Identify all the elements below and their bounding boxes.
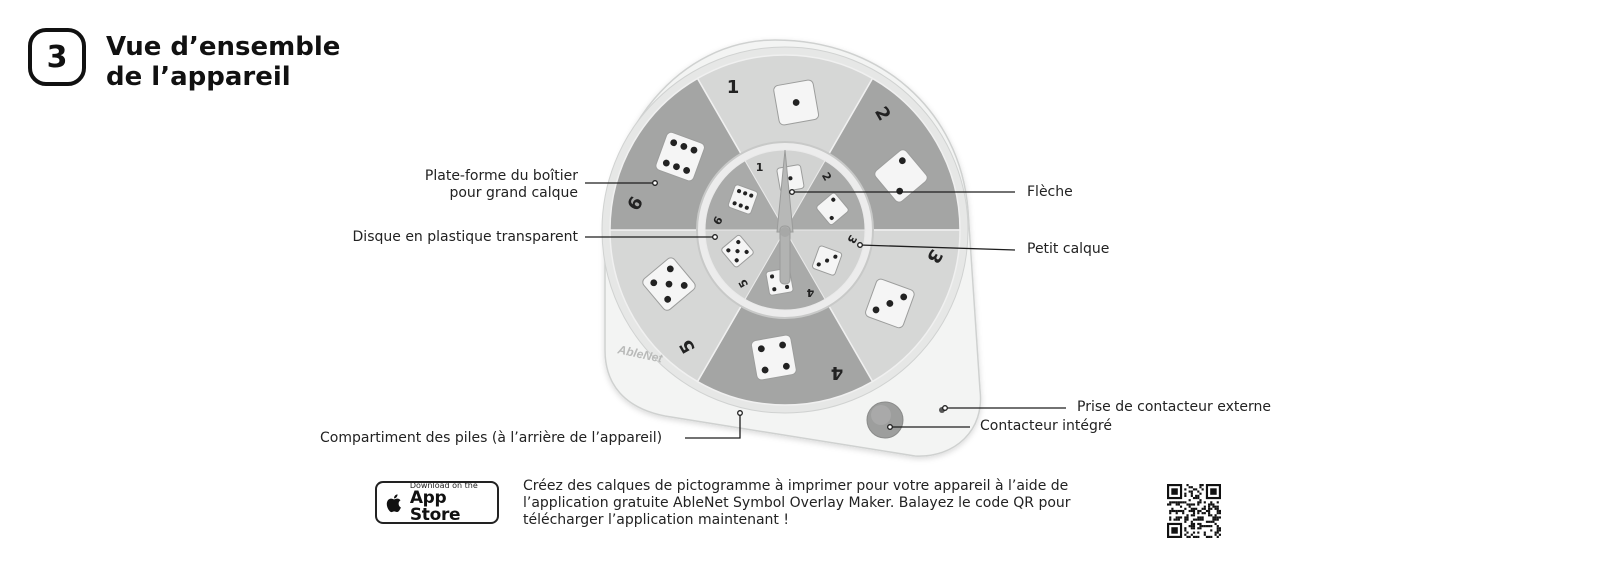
small-overlay-die-5 [721,234,754,268]
callout-clear-disc: Disque en plastique transparent [352,229,578,245]
app-store-badge[interactable]: Download on the App Store [375,481,499,524]
large-overlay-number-1: 1 [727,77,740,98]
step-number-badge: 3 [28,28,86,86]
large-overlay-die-3 [865,278,915,329]
large-overlay-die-2 [874,149,928,203]
callout-housing-platform-line2: pour grand calque [449,185,578,201]
callout-housing-platform-line1: Plate-forme du boîtier [424,168,578,184]
small-overlay-die-1 [776,164,805,193]
callout-external-switch-jack: Prise de contacteur externe [1077,399,1271,415]
promo-line1: Créez des calques de pictogramme à impri… [523,478,1069,494]
large-overlay-number-4: 4 [831,362,844,383]
callout-battery-compartment: Compartiment des piles (à l’arrière de l… [320,430,663,446]
callout-built-in-switch: Contacteur intégré [980,418,1112,434]
callout-lines [585,182,1066,439]
app-store-small-label: Download on the [409,480,478,490]
large-overlay-die-5 [642,257,696,311]
large-overlay-die-4 [750,334,797,381]
large-overlay-die-6 [655,131,705,182]
callout-dots [652,180,948,430]
small-overlay-number-1: 1 [756,161,764,174]
callout-housing-platform: Plate-forme du boîtier pour grand calque [425,168,578,202]
promo-line2: l’application gratuite AbleNet Symbol Ov… [523,495,1071,511]
page-title: Vue d’ensemble de l’appareil [106,32,340,92]
spinner-arrow [776,149,794,285]
promo-text: Créez des calques de pictogramme à impri… [523,478,1103,529]
small-overlay-number-4: 4 [806,286,814,299]
page-title-line1: Vue d’ensemble [106,32,341,62]
small-overlay-die-2 [816,192,849,226]
large-overlay-die-1 [773,79,820,126]
small-overlay-die-3 [811,245,843,276]
callout-arrow: Flèche [1027,184,1073,200]
app-store-big-label: App Store [409,487,461,525]
small-overlay-die-6 [727,184,759,215]
apple-logo-icon [386,493,401,512]
qr-code-icon[interactable] [1167,484,1221,538]
callout-small-overlay: Petit calque [1027,241,1110,257]
page-title-line2: de l’appareil [106,62,291,92]
promo-line3: télécharger l’application maintenant ! [523,512,789,528]
